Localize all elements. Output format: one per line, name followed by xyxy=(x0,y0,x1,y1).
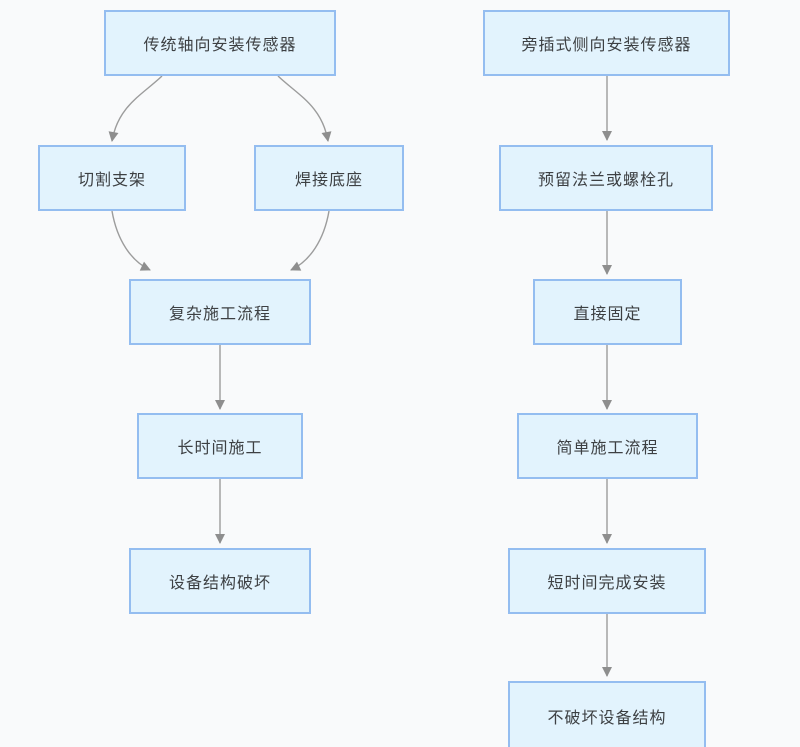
edge-cut-to-complex xyxy=(111,210,151,271)
node-side-insert-lateral-sensor: 旁插式侧向安装传感器 xyxy=(483,10,730,76)
node-long-construction-time: 长时间施工 xyxy=(137,413,303,479)
edge-trad-to-weld xyxy=(277,75,332,142)
node-weld-base: 焊接底座 xyxy=(254,145,404,211)
node-reserved-flange-or-bolt-holes: 预留法兰或螺栓孔 xyxy=(499,145,713,211)
edge-trad-to-cut xyxy=(108,75,163,142)
edge-weld-to-complex xyxy=(290,210,330,271)
node-cut-bracket: 切割支架 xyxy=(38,145,186,211)
node-traditional-axial-sensor: 传统轴向安装传感器 xyxy=(104,10,336,76)
node-equipment-structure-damage: 设备结构破坏 xyxy=(129,548,311,614)
node-complex-construction-process: 复杂施工流程 xyxy=(129,279,311,345)
node-short-time-installation: 短时间完成安装 xyxy=(508,548,706,614)
node-no-equipment-structure-damage: 不破坏设备结构 xyxy=(508,681,706,747)
node-direct-fixing: 直接固定 xyxy=(533,279,682,345)
node-simple-construction-process: 简单施工流程 xyxy=(517,413,698,479)
